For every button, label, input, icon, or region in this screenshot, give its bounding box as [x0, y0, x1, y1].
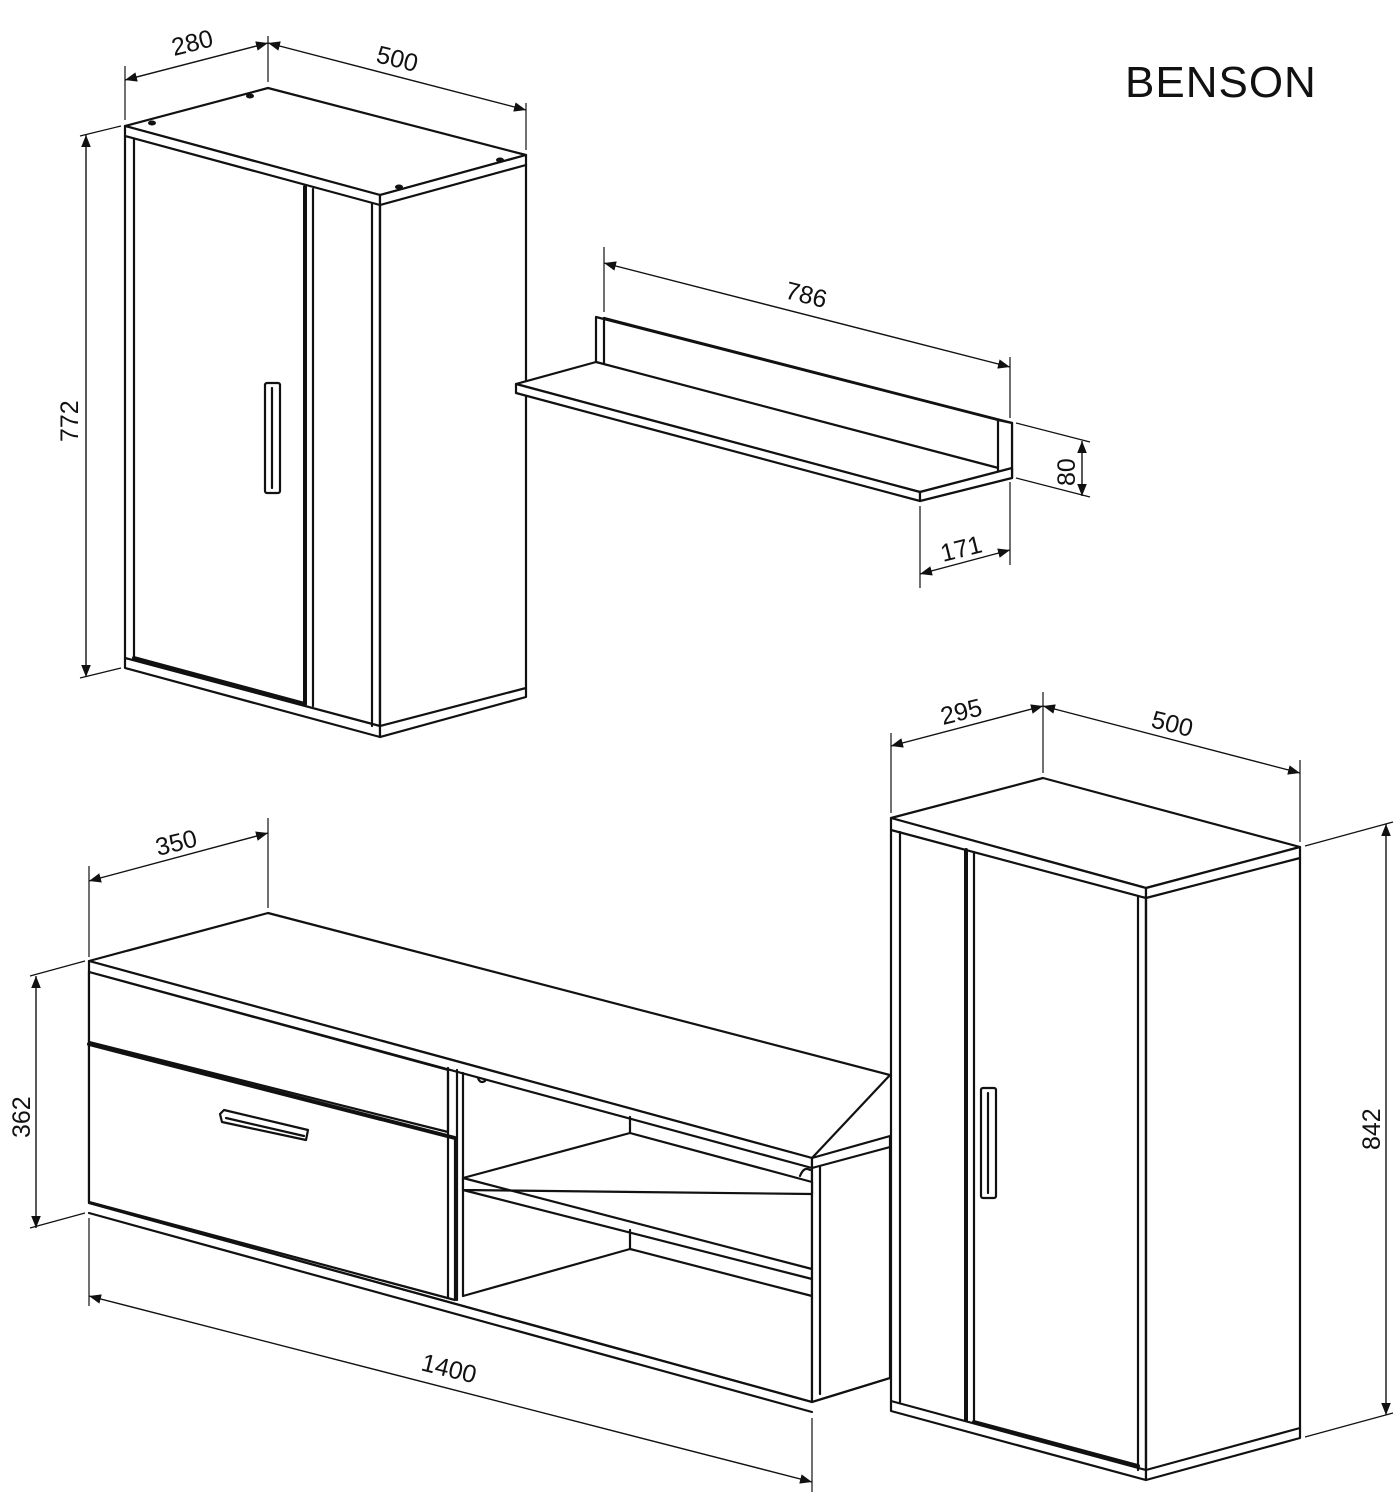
tall-cabinet-height-label: 842 — [1358, 1108, 1386, 1150]
wall-shelf-depth-label: 171 — [938, 531, 985, 568]
wall-shelf — [514, 315, 1014, 503]
tall-cabinet-depth-label: 295 — [938, 694, 985, 731]
tv-unit-height-label: 362 — [8, 1096, 36, 1138]
wall-shelf-height-label: 80 — [1053, 458, 1081, 486]
wall-shelf-width-label: 786 — [783, 277, 830, 314]
wall-cabinet — [123, 86, 528, 739]
wall-cabinet-height-label: 772 — [56, 400, 84, 442]
wall-cabinet-dimensions: 280 500 772 — [56, 25, 527, 679]
tv-unit-depth-label: 350 — [153, 825, 200, 862]
tall-cabinet-width-label: 500 — [1149, 706, 1196, 743]
wall-cabinet-depth-label: 280 — [169, 25, 216, 62]
tv-unit — [87, 911, 892, 1414]
tall-cabinet — [889, 776, 1302, 1482]
product-title: BENSON — [1125, 58, 1317, 107]
